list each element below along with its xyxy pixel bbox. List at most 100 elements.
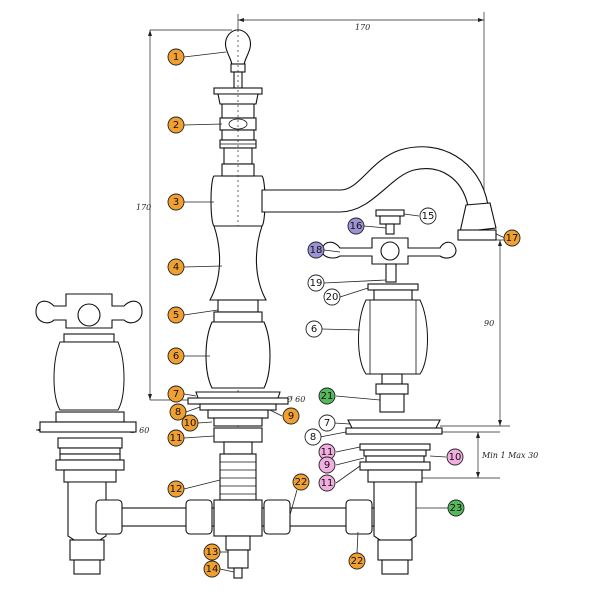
callout-label: 17 [506, 233, 519, 244]
callout-circle [447, 499, 465, 517]
callout-label: 2 [173, 120, 179, 131]
callout-circle [169, 403, 187, 421]
spout [261, 146, 497, 241]
callout-4: 4 [167, 258, 185, 276]
callout-10: 10 [181, 414, 199, 432]
callout-circle [167, 429, 185, 447]
callout-circle [503, 229, 521, 247]
callout-label: 21 [321, 391, 334, 402]
callout-label: 20 [326, 292, 339, 303]
dim-diameter-center: Ø 60 [285, 395, 305, 404]
callout-label: 13 [206, 547, 219, 558]
callout-circle [167, 193, 185, 211]
callout-circle [167, 480, 185, 498]
callout-label: 9 [288, 411, 294, 422]
callout-5: 5 [167, 306, 185, 324]
callout-16: 16 [347, 217, 365, 235]
dim-top-width: 170 [355, 23, 370, 32]
callout-11: 11 [318, 474, 336, 492]
callout-19: 19 [307, 274, 325, 292]
callout-label: 14 [206, 564, 219, 575]
callout-7: 7 [167, 385, 185, 403]
callout-circle [307, 274, 325, 292]
callout-label: 22 [295, 477, 308, 488]
callout-label: 11 [321, 478, 334, 489]
callout-6: 6 [305, 320, 323, 338]
callout-circle [292, 473, 310, 491]
callout-circle [167, 116, 185, 134]
callout-9: 9 [282, 407, 300, 425]
callout-circle [304, 428, 322, 446]
callout-label: 6 [311, 324, 317, 335]
callout-circle [181, 414, 199, 432]
callout-circle [167, 306, 185, 324]
callout-label: 16 [350, 221, 363, 232]
callout-17: 17 [503, 229, 521, 247]
callout-label: 19 [310, 278, 323, 289]
callout-label: 11 [321, 447, 334, 458]
callout-label: 4 [173, 262, 179, 273]
callout-label: 7 [324, 418, 330, 429]
callout-circle [446, 448, 464, 466]
callout-label: 5 [173, 310, 179, 321]
callout-label: 7 [173, 389, 179, 400]
callout-11: 11 [318, 443, 336, 461]
callout-circle [203, 560, 221, 578]
callout-label: 8 [310, 432, 316, 443]
callout-15: 15 [419, 207, 437, 225]
callout-circle [419, 207, 437, 225]
dim-spout-height: 90 [484, 319, 494, 328]
left-valve [35, 293, 143, 575]
callout-21: 21 [318, 387, 336, 405]
callout-circle [167, 385, 185, 403]
callout-circle [305, 320, 323, 338]
callout-label: 23 [450, 503, 463, 514]
callout-label: 10 [184, 418, 197, 429]
callout-9: 9 [318, 456, 336, 474]
callout-label: 8 [175, 407, 181, 418]
callout-20: 20 [323, 288, 341, 306]
callout-label: 10 [449, 452, 462, 463]
leader-lines [183, 51, 506, 573]
callout-circle [307, 241, 325, 259]
callout-circle [282, 407, 300, 425]
callout-label: 18 [310, 245, 323, 256]
callout-circle [318, 387, 336, 405]
callout-circle [167, 48, 185, 66]
callout-8: 8 [169, 403, 187, 421]
callout-14: 14 [203, 560, 221, 578]
callout-22: 22 [292, 473, 310, 491]
callout-circle [323, 288, 341, 306]
dim-diameter-left: Ø 60 [129, 426, 149, 435]
callout-circle [348, 552, 366, 570]
callout-18: 18 [307, 241, 325, 259]
callout-label: 11 [170, 433, 183, 444]
dim-mount-range: Min 1 Max 30 [481, 451, 538, 460]
callout-label: 22 [351, 556, 364, 567]
callout-label: 6 [173, 351, 179, 362]
callout-13: 13 [203, 543, 221, 561]
connecting-pipe [95, 499, 375, 535]
callout-2: 2 [167, 116, 185, 134]
callout-circle [167, 347, 185, 365]
callout-12: 12 [167, 480, 185, 498]
callout-label: 3 [173, 197, 179, 208]
callout-circle [318, 456, 336, 474]
dim-left-height: 170 [136, 203, 151, 212]
callout-label: 1 [173, 52, 179, 63]
callout-7: 7 [318, 414, 336, 432]
callout-10: 10 [446, 448, 464, 466]
callout-22: 22 [348, 552, 366, 570]
callout-label: 15 [422, 211, 435, 222]
callout-label: 12 [170, 484, 183, 495]
callout-label: 9 [324, 460, 330, 471]
callout-11: 11 [167, 429, 185, 447]
right-valve [321, 209, 457, 575]
callout-circle [318, 414, 336, 432]
callout-circle [347, 217, 365, 235]
callout-circle [318, 474, 336, 492]
callout-circle [203, 543, 221, 561]
callout-3: 3 [167, 193, 185, 211]
